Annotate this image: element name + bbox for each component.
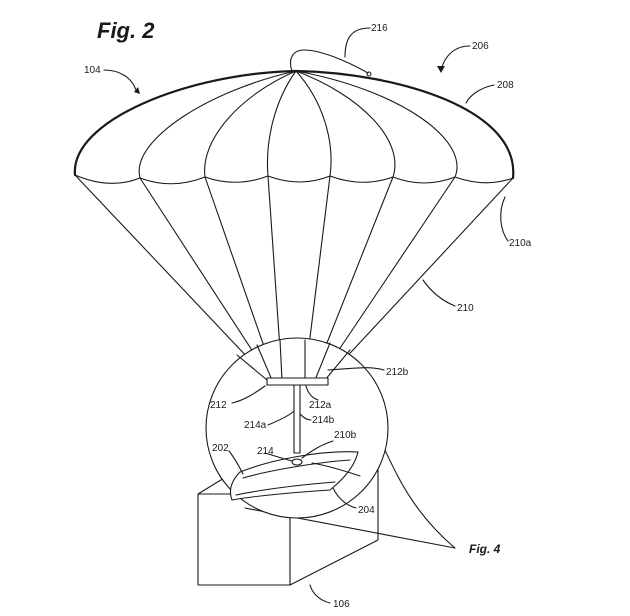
pull-cord bbox=[289, 49, 369, 74]
arrowhead-206 bbox=[437, 66, 445, 73]
label-leaders bbox=[103, 27, 509, 604]
label-216: 216 bbox=[371, 23, 388, 34]
label-214: 214 bbox=[257, 446, 274, 457]
suspension-lines bbox=[74, 174, 514, 379]
package-flap bbox=[229, 451, 359, 501]
label-210a: 210a bbox=[509, 238, 532, 249]
label-208: 208 bbox=[497, 80, 514, 91]
pull-cord-end bbox=[366, 71, 372, 77]
label-104: 104 bbox=[84, 65, 101, 76]
label-212b: 212b bbox=[386, 367, 409, 378]
label-210b: 210b bbox=[334, 430, 357, 441]
riser-bar bbox=[266, 377, 329, 386]
label-214a: 214a bbox=[244, 420, 267, 431]
label-206: 206 bbox=[472, 41, 489, 52]
label-204: 204 bbox=[358, 505, 375, 516]
inset-contents bbox=[229, 339, 361, 501]
label-212: 212 bbox=[210, 400, 227, 411]
label-214b: 214b bbox=[312, 415, 335, 426]
label-212a: 212a bbox=[309, 400, 332, 411]
label-210: 210 bbox=[457, 303, 474, 314]
figure-title: Fig. 2 bbox=[97, 18, 155, 43]
label-fig-4: Fig. 4 bbox=[469, 542, 501, 556]
strap bbox=[293, 384, 301, 454]
arrowhead-104 bbox=[134, 87, 140, 94]
fig4-leader-top bbox=[379, 439, 456, 549]
parachute-canopy bbox=[73, 69, 515, 185]
label-106: 106 bbox=[333, 599, 350, 610]
label-202: 202 bbox=[212, 443, 229, 454]
